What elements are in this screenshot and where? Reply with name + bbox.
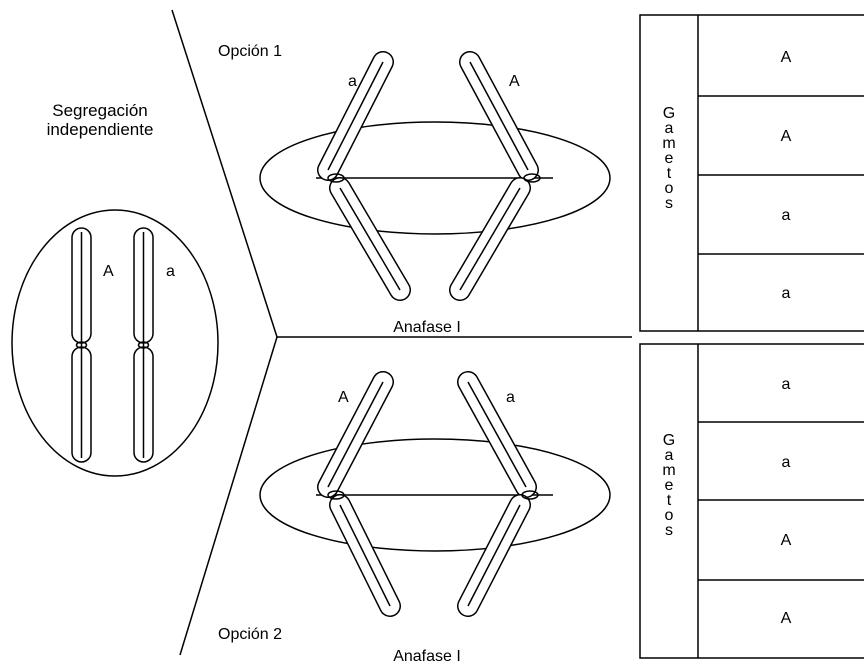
option-1-label: Opción 1: [218, 43, 282, 60]
gamete-table-1: [639, 14, 864, 332]
option-1-allele-left: a: [348, 73, 357, 90]
option-1-allele-right: A: [509, 73, 520, 90]
gamete-1-2: A: [781, 128, 792, 145]
gamete-2-4: A: [781, 610, 792, 627]
gamete-2-2: a: [782, 454, 791, 471]
option-2-phase: Anafase I: [393, 648, 461, 665]
title-line-2: independiente: [47, 120, 154, 139]
gamete-table-2: [639, 343, 864, 659]
parent-allele-right: a: [166, 263, 175, 280]
spindle-cell-2: [259, 438, 611, 552]
chromosome-left-2: [317, 371, 401, 617]
branch-line-lower: [179, 336, 278, 656]
gamete-2-1: a: [782, 376, 791, 393]
gamete-1-3: a: [782, 207, 791, 224]
gamete-1-4: a: [782, 285, 791, 302]
chromosome-right-2: [457, 371, 539, 617]
gamete-2-3: A: [781, 532, 792, 549]
chromosome-right-1: [449, 51, 541, 301]
parent-cell: [11, 209, 219, 477]
option-2-allele-left: A: [338, 389, 349, 406]
parent-chromosome-A: [71, 227, 92, 463]
option-2-allele-right: a: [506, 389, 515, 406]
chromosome-left-1: [317, 51, 411, 301]
gamete-1-1: A: [781, 49, 792, 66]
branch-line-upper: [171, 9, 278, 338]
option-1-phase: Anafase I: [393, 319, 461, 336]
spindle-cell-1: [259, 121, 611, 235]
title-line-1: Segregación: [52, 101, 147, 120]
option-2-label: Opción 2: [218, 626, 282, 643]
parent-chromosome-a: [133, 227, 154, 463]
parent-allele-left: A: [103, 263, 114, 280]
